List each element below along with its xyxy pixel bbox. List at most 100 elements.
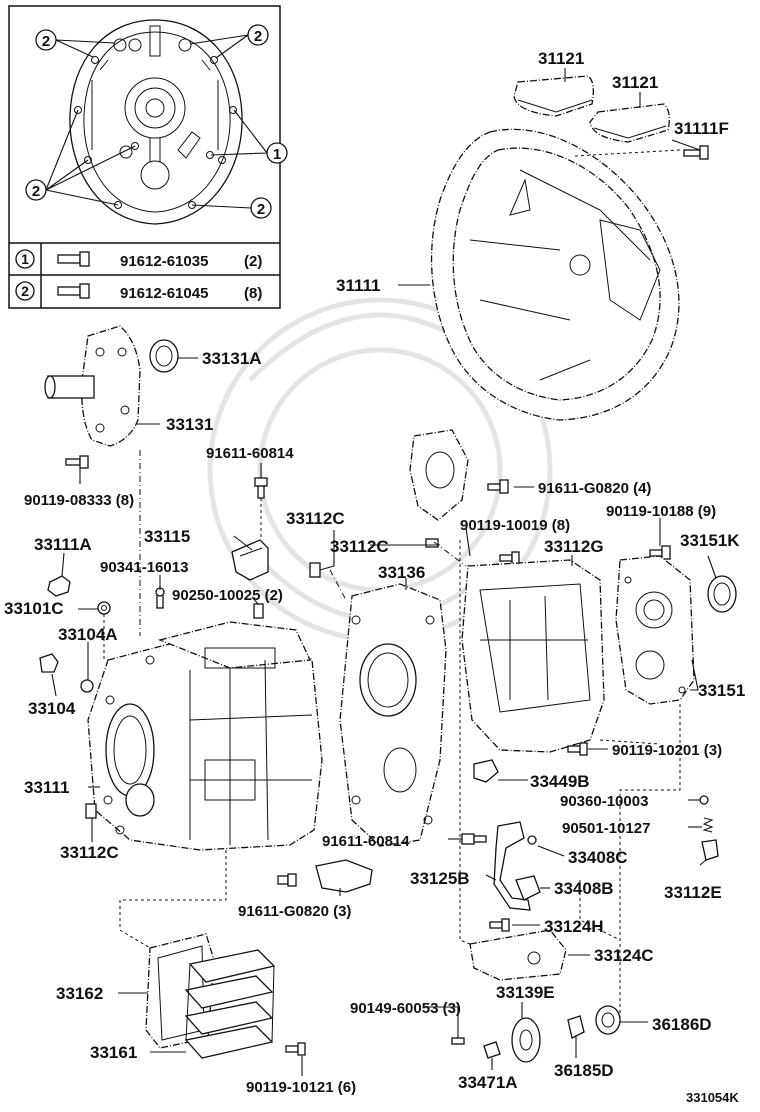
label-91611-60814-bottom: 91611-60814	[322, 833, 410, 850]
label-33101c: 33101C	[4, 599, 64, 618]
label-36186d: 36186D	[652, 1015, 712, 1034]
label-90149-60053: 90149-60053 (3)	[350, 1000, 461, 1017]
label-33111-case: 33111	[24, 778, 69, 797]
label-33112c-c: 33112C	[60, 843, 119, 862]
plug-33111a	[47, 575, 71, 597]
gear-33139e	[511, 1017, 541, 1063]
clutch-bell-housing-31111	[430, 128, 680, 421]
bolt-90119-10019	[499, 551, 520, 565]
label-33408c: 33408C	[568, 848, 628, 867]
label-36185d: 36185D	[554, 1061, 614, 1080]
label-90119-10188: 90119-10188 (9)	[606, 503, 716, 520]
label-33449b: 33449B	[530, 772, 590, 791]
label-91611-60814-top: 91611-60814	[206, 445, 294, 462]
svg-text:(2): (2)	[244, 253, 262, 270]
diagram-id: 331054K	[686, 1090, 739, 1105]
inset-table-row-2: 2 91612-61045 (8)	[15, 281, 262, 302]
inset-cover-drawing	[69, 19, 243, 225]
bolt-icon	[57, 251, 90, 267]
label-33161: 33161	[90, 1043, 137, 1062]
inset-panel: 2 2 1 2 2 1	[8, 5, 288, 309]
label-31121-a: 31121	[538, 49, 584, 68]
cover-33124c	[469, 929, 567, 981]
label-33112g: 33112G	[544, 537, 604, 556]
svg-text:2: 2	[254, 28, 262, 45]
label-33111a: 33111A	[34, 535, 92, 554]
bolt-91611-60814-top	[254, 477, 268, 499]
svg-text:1: 1	[273, 146, 281, 163]
dowel-33112c-b	[425, 538, 439, 548]
label-31121-b: 31121	[612, 73, 658, 92]
cover-33151	[615, 555, 695, 705]
label-33112c-a: 33112C	[286, 509, 345, 528]
adapter-plate-33136	[339, 583, 447, 847]
spring-90501	[702, 817, 714, 833]
svg-text:91612-61035: 91612-61035	[120, 253, 208, 270]
label-90250-10025: 90250-10025 (2)	[172, 587, 283, 604]
label-90119-10121: 90119-10121 (6)	[246, 1079, 356, 1096]
transmission-case-33111	[87, 621, 323, 851]
label-33162: 33162	[56, 984, 103, 1003]
label-33112e: 33112E	[664, 883, 722, 902]
label-90501-10127: 90501-10127	[562, 820, 650, 837]
sensor-33125b	[493, 821, 531, 911]
svg-text:(8): (8)	[244, 285, 262, 302]
seal-36186d	[595, 1005, 621, 1035]
connector-33408b	[515, 875, 541, 901]
seal-33131a	[149, 339, 179, 373]
inset-callout-2-left: 2	[25, 109, 136, 206]
extension-housing-33131	[44, 325, 141, 447]
label-33471a: 33471A	[458, 1073, 518, 1092]
case-33112g	[461, 559, 605, 753]
cover-31121-b	[589, 103, 670, 143]
inset-callout-2-top-right: 2	[189, 24, 269, 59]
bracket-33115	[231, 539, 269, 581]
dowel-33112c-c	[85, 803, 97, 819]
inset-callout-1: 1	[210, 109, 288, 164]
label-91611-g0820-4: 91611-G0820 (4)	[538, 480, 651, 497]
label-33112c-b: 33112C	[330, 537, 389, 556]
bolt-33124h	[489, 918, 510, 932]
label-33131: 33131	[166, 415, 213, 434]
label-90119-08333: 90119-08333 (8)	[24, 492, 134, 509]
label-33151k: 33151K	[680, 531, 740, 550]
svg-text:2: 2	[257, 201, 265, 218]
svg-text:91612-61045: 91612-61045	[120, 285, 208, 302]
bolt-90119-10121	[285, 1042, 306, 1056]
svg-text:2: 2	[32, 183, 40, 200]
svg-text:1: 1	[21, 251, 29, 267]
inset-callout-2-bottom-right: 2	[191, 197, 272, 219]
bearing-retainer-top	[409, 429, 469, 521]
bolt-91611-g0820-4	[487, 479, 509, 494]
label-91611-g0820-3: 91611-G0820 (3)	[238, 903, 351, 920]
label-33139e: 33139E	[496, 983, 555, 1002]
bolt-31111f	[683, 145, 709, 160]
label-33124h: 33124H	[544, 917, 604, 936]
svg-text:2: 2	[42, 33, 50, 50]
seal-33151k	[707, 575, 737, 613]
part-labels: 31121 31121 31111F 31111 33131A 33131 90…	[4, 49, 745, 1105]
label-33104: 33104	[28, 699, 76, 718]
leader-lines	[51, 68, 717, 1076]
bolt-90119-10201	[567, 742, 588, 756]
label-33408b: 33408B	[554, 879, 614, 898]
assembly-lines	[103, 149, 681, 1020]
bolt-90149-60053	[451, 1037, 465, 1045]
dowel-33112c-a	[309, 562, 321, 578]
bolt-91611-60814-bottom	[461, 833, 487, 845]
label-33136: 33136	[378, 563, 425, 582]
label-33115: 33115	[144, 527, 190, 546]
label-33151: 33151	[698, 681, 745, 700]
cover-31121-a	[513, 75, 594, 117]
label-90341-16013: 90341-16013	[100, 559, 188, 576]
gasket-33104a	[80, 679, 94, 693]
label-33125b: 33125B	[410, 869, 470, 888]
oring-33408c	[527, 835, 537, 845]
label-33131a: 33131A	[202, 349, 262, 368]
label-31111: 31111	[336, 276, 380, 295]
label-31111f: 31111F	[674, 119, 729, 138]
bracket-91611-g0820-3	[277, 859, 373, 893]
inset-callout-2-top-left: 2	[35, 29, 116, 58]
